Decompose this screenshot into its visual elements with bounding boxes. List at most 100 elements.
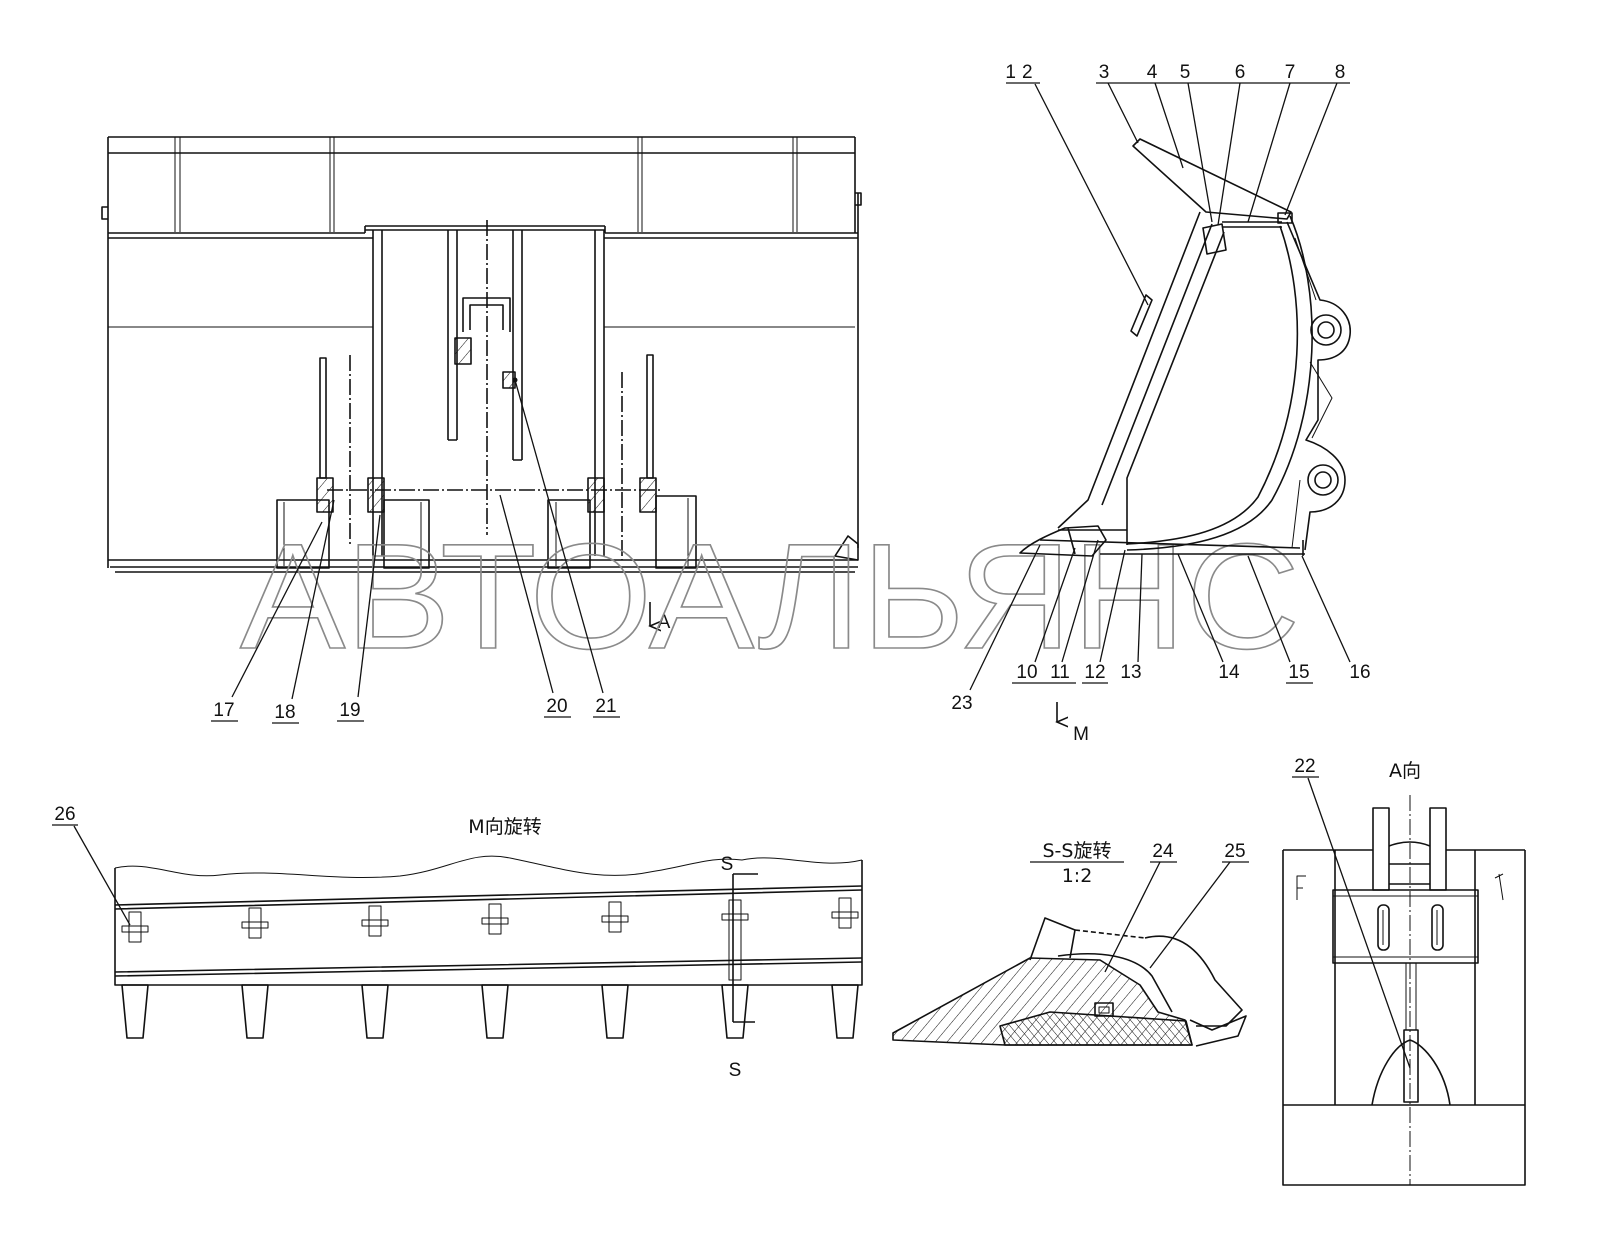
callout-12-bottom: 12: [1084, 662, 1105, 683]
bucket-back-outer: [1126, 215, 1313, 551]
lower-pin-boss: [1307, 464, 1339, 496]
leader-22: [1307, 777, 1411, 1069]
view-arrow-m-label: M: [1073, 724, 1089, 745]
tooth: [721, 984, 749, 1039]
tooth-adapters: [121, 897, 859, 981]
upper-pin-hole: [1317, 321, 1335, 339]
body-top-edge: [108, 193, 859, 548]
cutout-curve: [1371, 1039, 1451, 1106]
left-lug-rib: [319, 357, 327, 479]
a-view-callouts: 22: [1292, 756, 1411, 1069]
callout-14: 14: [1218, 662, 1240, 683]
slot-centers: [1382, 910, 1438, 945]
section-mark-left: [1296, 875, 1306, 900]
rear-ear-plate: [1286, 221, 1351, 551]
callout-5: 5: [1180, 62, 1191, 83]
callout-11: 11: [1050, 662, 1070, 683]
leader-7: [1247, 82, 1291, 223]
m-view-callouts: 26: [52, 804, 131, 926]
watermark: АВТОАЛЬЯНС: [240, 512, 1300, 680]
adapter-nose-section: [999, 1011, 1193, 1046]
side-view-callouts-bottom: 23 10 11 12 13 14 15 16: [951, 539, 1371, 714]
side-view-callouts-top: 12 3 4 5 6 7 8: [1005, 62, 1350, 306]
callout-23: 23: [951, 693, 972, 714]
leader-12-bottom: [1099, 549, 1126, 663]
center-plate: [364, 225, 606, 556]
a-view-title: A向: [1389, 760, 1421, 782]
leader-11: [1061, 539, 1099, 663]
plate-12: [1130, 294, 1153, 337]
callout-25: 25: [1224, 841, 1245, 862]
section-mark-s-bottom: S: [729, 1060, 742, 1081]
callout-15: 15: [1288, 662, 1309, 683]
leader-18: [291, 499, 335, 700]
tooth: [361, 984, 389, 1039]
adapter-upper: [1029, 917, 1076, 961]
callout-21: 21: [595, 696, 616, 717]
leader-3: [1107, 82, 1139, 144]
tooth: [831, 984, 859, 1039]
callout-20: 20: [546, 696, 567, 717]
lower-pin-hole: [1314, 471, 1332, 489]
leader-4: [1154, 82, 1184, 169]
callout-16: 16: [1349, 662, 1370, 683]
section-mark-right: [1494, 873, 1504, 901]
callout-12-top: 12: [1005, 62, 1038, 83]
leader-25: [1149, 861, 1231, 969]
rim-outline: [107, 136, 856, 568]
pin-detail: [1098, 1006, 1110, 1014]
cutting-edge: [1039, 529, 1305, 556]
tooth: [121, 984, 149, 1039]
retaining-pin: [1094, 1002, 1114, 1017]
lug-plate-right: [1429, 807, 1447, 891]
lip-plate: [1189, 1015, 1247, 1047]
callout-8: 8: [1335, 62, 1346, 83]
leader-19: [357, 514, 381, 698]
cross-box: [1332, 889, 1479, 964]
lip-profile: [1144, 935, 1243, 1027]
leader-21: [514, 379, 604, 694]
center-hub-left: [454, 337, 472, 365]
center-ear-left: [447, 230, 458, 441]
leader-10: [1034, 547, 1076, 663]
right-lug-rib: [646, 354, 654, 479]
bottom-edge: [108, 559, 858, 573]
callout-24: 24: [1152, 841, 1174, 862]
leader-8: [1284, 82, 1338, 216]
section-view-callouts: 24 25: [1104, 841, 1249, 973]
teeth-row: [121, 897, 859, 1039]
a-view: [1282, 807, 1526, 1186]
center-ear-right: [512, 230, 523, 461]
left-lug-hub-outer: [316, 477, 334, 513]
right-lug-hub-inner: [587, 477, 605, 513]
leader-16: [1301, 555, 1351, 663]
section-title: S-S旋转: [1043, 840, 1112, 862]
bucket-back-inner: [1126, 225, 1299, 545]
section-scale: 1:2: [1062, 865, 1093, 887]
side-strut: [1057, 211, 1225, 545]
tooth: [241, 984, 269, 1039]
callout-7: 7: [1285, 62, 1296, 83]
top-plate: [1132, 138, 1292, 220]
cross-box-inner: [1333, 895, 1478, 958]
side-plates: [1283, 850, 1525, 1106]
plate-7: [1222, 221, 1282, 228]
break-line: [114, 855, 863, 879]
tooth: [481, 984, 509, 1039]
bottom-plate-1: [276, 499, 330, 569]
callout-10: 10: [1016, 662, 1037, 683]
callout-3: 3: [1099, 62, 1110, 83]
corner-wedge: [834, 535, 859, 561]
callout-17: 17: [213, 700, 234, 721]
lug-plate-left: [1372, 807, 1390, 891]
front-view: [101, 136, 862, 626]
leader-15: [1247, 555, 1291, 663]
m-view-title: M向旋转: [468, 816, 541, 838]
blade: [1403, 1029, 1419, 1103]
rim-ribs: [174, 137, 798, 232]
hidden-edge: [1074, 929, 1146, 939]
slot-left: [1377, 904, 1390, 951]
bottom-plate-2: [383, 499, 430, 569]
side-view: [1019, 138, 1351, 722]
upper-pin-boss: [1310, 314, 1342, 346]
